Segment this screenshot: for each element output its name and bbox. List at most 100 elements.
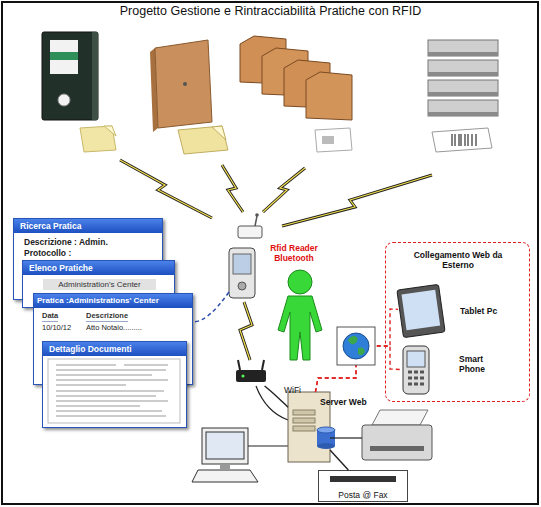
network-link: [265, 386, 288, 407]
list-row: Administration's Center: [43, 279, 156, 290]
mail-fax-box: Posta @ Fax: [318, 470, 408, 502]
rack-unit: [428, 80, 498, 96]
pda-screen: [233, 254, 251, 274]
radio-bolt: [120, 160, 212, 218]
diagram-title: Progetto Gestione e Rintracciabilità Pra…: [0, 4, 541, 18]
network-cable: [248, 445, 288, 446]
phone-icon: [403, 346, 429, 394]
tag-fold: [104, 126, 116, 136]
radio-bolt: [120, 160, 212, 218]
reader-antenna-tip: [255, 213, 259, 217]
rfid-reader-icon: [238, 226, 262, 238]
display-link: [193, 292, 229, 322]
web-server: Server Web: [288, 392, 330, 462]
database-base: [317, 443, 335, 449]
window-title: Ricerca Pratica: [14, 219, 162, 233]
field-text: Descrizione : Admin.: [24, 238, 108, 248]
document-scan: [48, 359, 180, 423]
radio-bolt: [263, 168, 305, 212]
tablet-icon: [397, 284, 445, 337]
internet-box: [337, 327, 375, 365]
network-cable: [330, 437, 362, 438]
tag-chip: [322, 136, 334, 144]
window-title: Dettaglio Documenti: [43, 342, 186, 356]
rfid-tag: [315, 128, 352, 152]
tablet-screen: [402, 290, 441, 330]
rack-front: [428, 52, 498, 56]
network-link: [315, 346, 401, 392]
rack-unit: [428, 100, 498, 116]
radio-bolt: [240, 302, 252, 360]
table-header: Descrizione: [86, 312, 128, 322]
network-link: [315, 309, 398, 392]
globe-land: [348, 336, 365, 355]
wifi-router: WiFi: [236, 364, 266, 386]
radio-bolt: [263, 168, 305, 212]
device-label: WiFi: [284, 386, 301, 396]
rfid-tag: [432, 128, 492, 152]
window-title: Elenco Pratiche: [23, 261, 174, 275]
binder-spine: [92, 32, 98, 120]
smartphone-device: Smart Phone: [401, 343, 433, 398]
tablet-device: Tablet Pc: [398, 283, 448, 338]
database-top: [317, 427, 335, 433]
barcode: [452, 134, 476, 146]
fax-slot: [330, 476, 396, 482]
binder-band: [50, 52, 78, 60]
globe-icon: [343, 333, 369, 359]
rack-front: [428, 72, 498, 76]
tag-fold: [212, 126, 226, 140]
phone-screen: [407, 351, 425, 367]
app-window: Dettaglio Documenti: [42, 341, 187, 428]
device-label: Tablet Pc: [460, 307, 497, 317]
printer-tray: [372, 410, 428, 425]
rack-unit: [428, 40, 498, 56]
external-access-group: Collegamento Web da EsternoTablet Pc Smar…: [385, 242, 530, 402]
table-cell: Atto Notaio.........: [86, 324, 142, 333]
binder-hole: [58, 94, 70, 106]
group-title: Collegamento Web da Esterno: [408, 251, 508, 271]
field-text: Protocollo :: [24, 249, 71, 259]
radio-bolt: [282, 175, 432, 226]
rack-front: [428, 112, 498, 116]
document-lines: [56, 365, 168, 416]
rack-front: [428, 92, 498, 96]
monitor-stand: [220, 464, 230, 469]
window-title: Pratica :Administrations' Center: [34, 294, 192, 308]
folder-button: [183, 82, 187, 86]
router-antenna: [238, 360, 240, 370]
device-label: Rfid Reader Bluetooth: [264, 244, 324, 264]
tablet-frame: [397, 284, 445, 337]
table-header: Data: [42, 312, 58, 322]
binder-label: [50, 40, 78, 74]
network-cable: [256, 386, 288, 420]
drive-bay: [293, 410, 315, 415]
pda-icon: [229, 248, 255, 298]
radio-bolt: [222, 165, 243, 212]
binder-icon: [42, 32, 98, 120]
device-label: Server Web: [320, 398, 367, 408]
monitor-icon: [202, 428, 248, 464]
router-led: [242, 375, 245, 378]
file-box-icon: [306, 72, 352, 120]
operator-head: [288, 270, 312, 294]
radio-bolt: [240, 302, 252, 360]
operator-body: [278, 296, 322, 360]
phone-keypad: [408, 372, 424, 384]
rfid-tag: [178, 126, 228, 154]
network-link: [330, 450, 348, 470]
drive-bay: [293, 426, 315, 431]
pda-button: [238, 282, 246, 290]
printer-icon: [362, 425, 432, 460]
radio-bolt: [282, 175, 432, 226]
printer-slot: [370, 446, 424, 451]
monitor-screen: [206, 432, 244, 459]
rack-unit: [428, 60, 498, 76]
keyboard-icon: [192, 470, 258, 482]
rfid-tag: [80, 126, 116, 152]
drive-bay: [293, 418, 315, 423]
radio-bolt: [222, 165, 243, 212]
router-antenna: [262, 360, 264, 370]
